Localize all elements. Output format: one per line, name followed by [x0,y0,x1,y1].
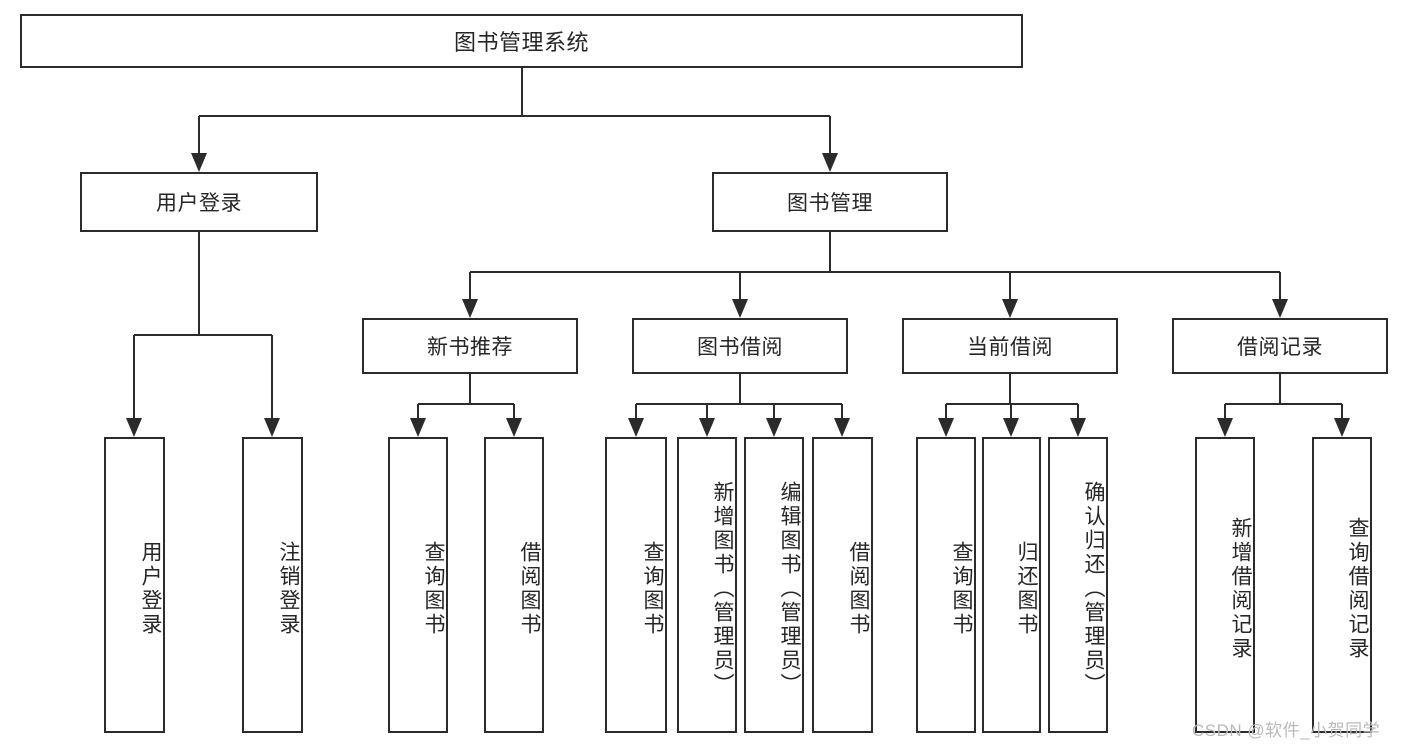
arrowhead-book-manage-bus-0 [462,299,478,318]
arrowhead-book-borrow-bus-3 [834,418,850,437]
arrowhead-book-manage-bus-3 [1272,299,1288,318]
watermark: CSDN @软件_小贺同学 [1192,721,1381,740]
node-label: 新增借阅记录 [1229,517,1252,661]
node-leaf-user-logout[interactable]: 注销登录 [242,437,303,733]
node-label: 注销登录 [277,541,300,637]
arrowhead-new-book-rec-bus-0 [410,418,426,437]
node-label: 新书推荐 [427,336,513,359]
arrowhead-root-bus-0 [191,153,207,172]
node-leaf-borrow-query[interactable]: 查询图书 [605,437,667,733]
arrowhead-book-borrow-bus-2 [766,418,782,437]
node-book-borrow[interactable]: 图书借阅 [632,318,848,374]
node-user-login[interactable]: 用户登录 [80,172,318,232]
node-leaf-rec-query[interactable]: 查询图书 [388,437,448,733]
node-book-manage[interactable]: 图书管理 [712,172,948,232]
arrowhead-current-borrow-bus-2 [1070,418,1086,437]
node-label: 用户登录 [156,192,242,215]
node-label: 新增图书（管理员） [711,481,734,697]
node-leaf-cur-confirm[interactable]: 确认归还（管理员） [1048,437,1108,733]
node-leaf-rec-search[interactable]: 查询借阅记录 [1312,437,1372,733]
node-borrow-record[interactable]: 借阅记录 [1172,318,1388,374]
node-label: 归还图书 [1015,541,1038,637]
arrowhead-root-bus-1 [822,153,838,172]
node-leaf-rec-add[interactable]: 新增借阅记录 [1195,437,1255,733]
node-label: 用户登录 [139,541,162,637]
node-label: 借阅记录 [1237,336,1323,359]
node-new-book-rec[interactable]: 新书推荐 [362,318,578,374]
node-label: 借阅图书 [518,541,541,637]
node-leaf-user-login[interactable]: 用户登录 [104,437,165,733]
arrowhead-new-book-rec-bus-1 [506,418,522,437]
arrowhead-book-borrow-bus-1 [699,418,715,437]
node-label: 查询图书 [422,541,445,637]
node-label: 查询图书 [641,541,664,637]
node-label: 查询借阅记录 [1346,517,1369,661]
node-label: 图书管理系统 [453,30,589,55]
arrowhead-borrow-record-bus-0 [1217,418,1233,437]
node-leaf-cur-query[interactable]: 查询图书 [916,437,976,733]
node-leaf-borrow-add[interactable]: 新增图书（管理员） [677,437,737,733]
arrowhead-book-manage-bus-1 [732,299,748,318]
arrowhead-current-borrow-bus-1 [1003,418,1019,437]
arrowhead-book-manage-bus-2 [1002,299,1018,318]
node-label: 借阅图书 [847,541,870,637]
node-leaf-borrow-edit[interactable]: 编辑图书（管理员） [744,437,804,733]
node-label: 图书管理 [787,192,873,215]
arrowhead-borrow-record-bus-1 [1334,418,1350,437]
node-label: 当前借阅 [967,336,1053,359]
node-label: 查询图书 [950,541,973,637]
arrowhead-book-borrow-bus-0 [628,418,644,437]
node-root[interactable]: 图书管理系统 [20,14,1023,68]
node-leaf-cur-return[interactable]: 归还图书 [982,437,1041,733]
arrowhead-user-login-bus-0 [126,418,142,437]
arrowhead-current-borrow-bus-0 [938,418,954,437]
node-leaf-borrow-lend[interactable]: 借阅图书 [812,437,873,733]
node-current-borrow[interactable]: 当前借阅 [902,318,1118,374]
arrowhead-user-login-bus-1 [264,418,280,437]
node-label: 编辑图书（管理员） [778,481,801,697]
node-label: 确认归还（管理员） [1082,481,1105,697]
node-leaf-rec-borrow[interactable]: 借阅图书 [484,437,544,733]
node-label: 图书借阅 [697,336,783,359]
